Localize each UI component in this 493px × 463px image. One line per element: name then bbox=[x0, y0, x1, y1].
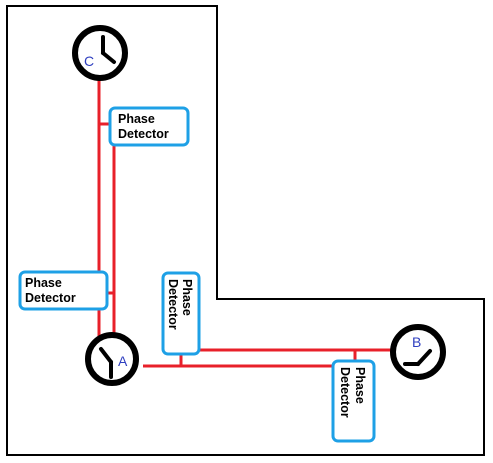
phase-detector-left: Phase Detector bbox=[18, 270, 109, 311]
phase-detector-middle-line1: Phase bbox=[180, 279, 194, 316]
phase-detector-left-line2: Detector bbox=[25, 291, 76, 305]
phase-detector-right: Phase Detector bbox=[331, 359, 376, 443]
phase-detector-middle-box bbox=[161, 271, 201, 356]
phase-detector-left-line1: Phase bbox=[25, 276, 62, 290]
phase-detector-top: Phase Detector bbox=[108, 106, 190, 147]
clock-a-face bbox=[85, 332, 139, 386]
phase-detector-right-line2: Detector bbox=[338, 367, 352, 418]
phase-detector-top-line1: Phase bbox=[118, 112, 155, 126]
phase-detector-right-line1: Phase bbox=[353, 367, 367, 404]
clock-c-face bbox=[72, 25, 128, 81]
clock-b: B bbox=[390, 324, 446, 380]
l-shaped-outline bbox=[6, 5, 485, 456]
phase-detector-middle-line2: Detector bbox=[166, 279, 180, 330]
clock-icon bbox=[101, 35, 116, 64]
clock-a-label: A bbox=[118, 353, 128, 369]
clock-a: A bbox=[85, 332, 139, 386]
clock-b-label: B bbox=[412, 334, 421, 350]
clock-icon bbox=[99, 347, 113, 379]
phase-detector-middle: Phase Detector bbox=[161, 271, 201, 356]
phase-detector-left-box bbox=[18, 270, 109, 311]
clock-c-label: C bbox=[84, 53, 94, 69]
clock-icon bbox=[403, 349, 432, 366]
phase-detector-top-line2: Detector bbox=[118, 127, 169, 141]
phase-detector-top-box bbox=[108, 106, 190, 147]
phase-detector-right-box bbox=[331, 359, 376, 443]
clock-c: C bbox=[72, 25, 128, 81]
